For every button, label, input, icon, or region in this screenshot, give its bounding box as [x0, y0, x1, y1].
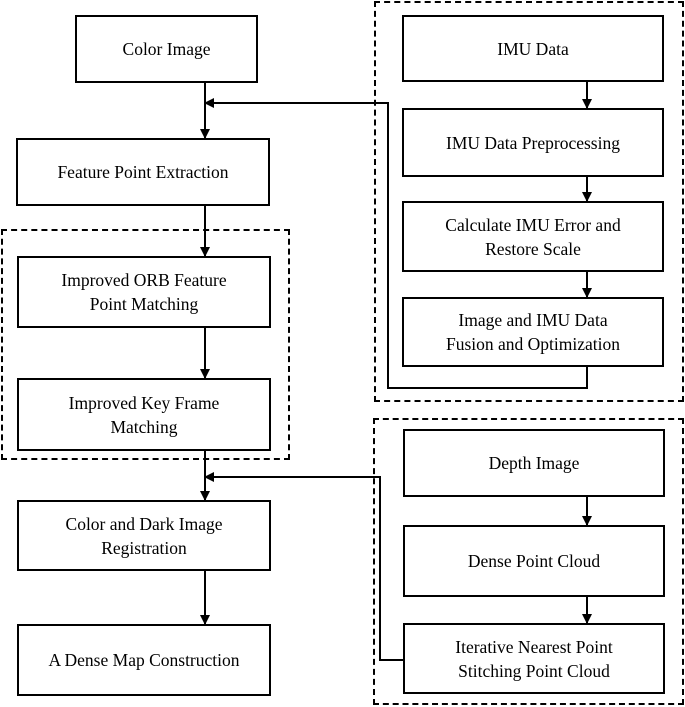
dense-map-construction-label: A Dense Map Construction — [48, 650, 240, 670]
imu-data-label: IMU Data — [497, 38, 569, 59]
color-dark-registration-label-line2: Registration — [101, 537, 187, 558]
improved-orb-node: Improved ORB Feature Point Matching — [17, 256, 271, 328]
imu-fusion-label-line1: Image and IMU Data — [458, 310, 608, 330]
improved-orb-label-line2: Point Matching — [89, 294, 199, 314]
imu-error-label-line2: Restore Scale — [485, 238, 581, 259]
color-image-label: Color Image — [122, 39, 211, 59]
improved-key-frame-label-line1: Improved Key Frame — [68, 392, 220, 413]
arrow-iterative-feedback — [204, 472, 403, 661]
orb-matching-group — [1, 229, 290, 460]
depth-processing-group — [373, 418, 684, 705]
imu-error-node: Calculate IMU Error and Restore Scale — [402, 201, 664, 272]
feature-point-extraction-label: Feature Point Extraction — [57, 162, 229, 182]
imu-processing-group — [374, 1, 684, 402]
depth-image-label: Depth Image — [488, 453, 580, 473]
color-dark-registration-label-line1: Color and Dark Image — [65, 513, 223, 534]
imu-data-node: IMU Data — [402, 15, 664, 82]
imu-preprocessing-node: IMU Data Preprocessing — [402, 108, 664, 177]
imu-preprocessing-label: IMU Data Preprocessing — [446, 132, 620, 153]
improved-orb-label-line1: Improved ORB Feature — [61, 270, 227, 290]
improved-key-frame-node: Improved Key Frame Matching — [17, 378, 271, 451]
dense-point-cloud-label: Dense Point Cloud — [467, 551, 601, 571]
feature-point-extraction-node: Feature Point Extraction — [16, 138, 270, 206]
iterative-nearest-point-label-line1: Iterative Nearest Point — [455, 636, 613, 657]
improved-key-frame-label-line2: Matching — [110, 416, 178, 437]
imu-fusion-label-line2: Fusion and Optimization — [445, 334, 621, 354]
dense-map-construction-node: A Dense Map Construction — [17, 624, 271, 696]
color-image-node: Color Image — [75, 15, 258, 83]
dense-point-cloud-node: Dense Point Cloud — [403, 525, 665, 597]
color-dark-registration-node: Color and Dark Image Registration — [17, 500, 271, 571]
depth-image-node: Depth Image — [403, 429, 665, 497]
imu-fusion-node: Image and IMU Data Fusion and Optimizati… — [402, 297, 664, 367]
imu-error-label-line1: Calculate IMU Error and — [445, 214, 621, 235]
iterative-nearest-point-node: Iterative Nearest Point Stitching Point … — [403, 623, 665, 694]
iterative-nearest-point-label-line2: Stitching Point Cloud — [458, 660, 610, 681]
arrow-fusion-feedback — [204, 98, 588, 389]
